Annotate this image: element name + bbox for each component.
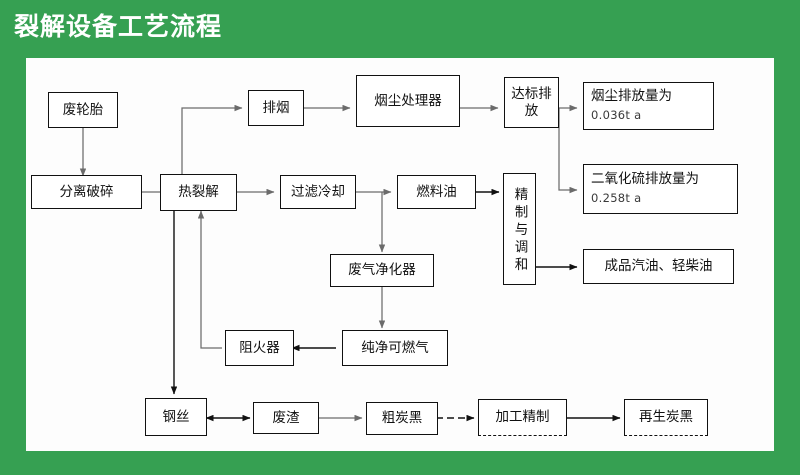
node-dust-processor-label: 烟尘处理器 — [374, 92, 442, 109]
node-steel-wire-label: 钢丝 — [162, 408, 190, 425]
node-pyrolysis-label: 热裂解 — [178, 184, 219, 200]
node-separate-crush[interactable]: 分离破碎 — [31, 175, 142, 209]
edge-flame-arrester-to-pyrolysis — [197, 210, 222, 349]
node-process-refine[interactable]: 加工精制 — [478, 399, 567, 436]
node-filter-cooling[interactable]: 过滤冷却 — [280, 175, 356, 209]
node-dust-processor[interactable]: 烟尘处理器 — [356, 75, 460, 127]
node-waste-residue-label: 废渣 — [272, 409, 300, 426]
node-pyrolysis[interactable]: 热裂解 — [160, 174, 237, 211]
node-exhaust-smoke-label: 排烟 — [262, 99, 290, 116]
node-compliant-emission[interactable]: 达标排放 — [504, 77, 559, 128]
node-so2-emission-value: 0.258t a — [591, 191, 642, 205]
node-crude-carbon-black[interactable]: 粗炭黑 — [366, 402, 438, 435]
node-dust-emission[interactable]: 烟尘排放量为 0.036t a — [583, 82, 714, 130]
page-title: 裂解设备工艺流程 — [14, 12, 223, 41]
node-so2-emission[interactable]: 二氧化硫排放量为 0.258t a — [583, 164, 738, 214]
node-compliant-emission-label: 达标排放 — [511, 85, 552, 119]
node-finished-oil[interactable]: 成品汽油、轻柴油 — [583, 249, 734, 284]
node-so2-emission-label: 二氧化硫排放量为 — [591, 171, 699, 187]
node-recycled-carbon-black[interactable]: 再生炭黑 — [624, 399, 708, 436]
node-waste-tire[interactable]: 废轮胎 — [48, 92, 118, 128]
node-flame-arrester[interactable]: 阻火器 — [225, 330, 294, 366]
node-clean-gas[interactable]: 纯净可燃气 — [342, 330, 448, 366]
node-finished-oil-label: 成品汽油、轻柴油 — [604, 258, 713, 274]
node-exhaust-smoke[interactable]: 排烟 — [248, 90, 304, 126]
node-process-refine-label: 加工精制 — [495, 409, 550, 425]
node-refine-blend-label: 精制与调和 — [511, 187, 528, 275]
node-crude-carbon-black-label: 粗炭黑 — [381, 410, 423, 426]
edge-compliant-to-so2-emission — [558, 108, 578, 194]
node-gas-purifier-label: 废气净化器 — [348, 262, 416, 278]
node-waste-tire-label: 废轮胎 — [62, 101, 104, 118]
node-clean-gas-label: 纯净可燃气 — [361, 339, 429, 356]
node-refine-blend[interactable]: 精制与调和 — [503, 173, 536, 285]
node-fuel-oil-label: 燃料油 — [416, 183, 457, 200]
node-steel-wire[interactable]: 钢丝 — [145, 398, 207, 436]
node-dust-emission-value: 0.036t a — [591, 108, 642, 122]
node-dust-emission-label: 烟尘排放量为 — [591, 88, 672, 104]
node-gas-purifier[interactable]: 废气净化器 — [330, 254, 434, 287]
node-filter-cooling-label: 过滤冷却 — [291, 183, 345, 200]
node-recycled-carbon-black-label: 再生炭黑 — [639, 409, 693, 425]
edge-pyrolysis-to-exhaust-smoke — [181, 104, 243, 174]
node-flame-arrester-label: 阻火器 — [239, 339, 280, 356]
node-fuel-oil[interactable]: 燃料油 — [397, 175, 476, 209]
flowchart-canvas: 废轮胎 分离破碎 热裂解 排烟 烟尘处理器 达标排放 烟尘排放量为 0.036t… — [26, 58, 774, 451]
node-separate-crush-label: 分离破碎 — [59, 183, 114, 200]
node-waste-residue[interactable]: 废渣 — [253, 402, 319, 434]
